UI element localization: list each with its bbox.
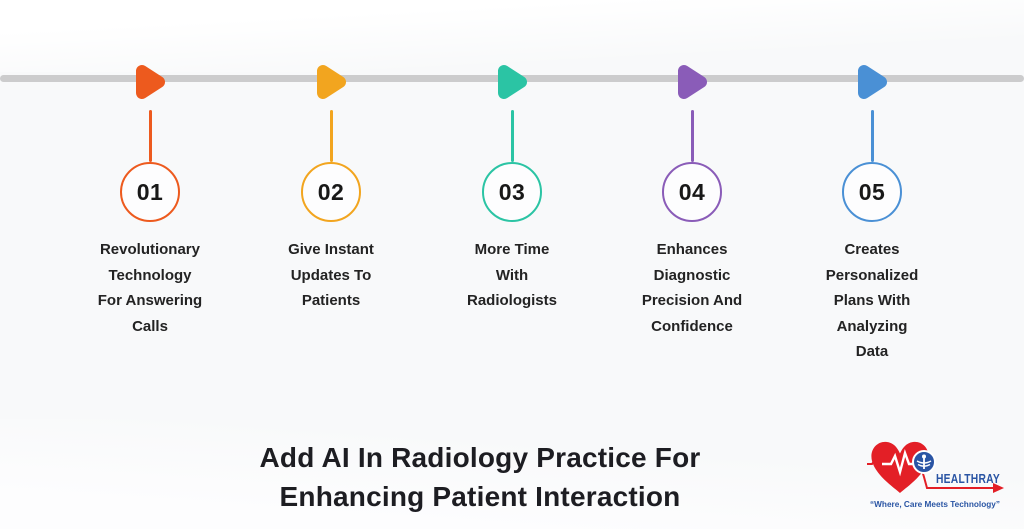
connector-line <box>148 110 152 162</box>
step-number-circle: 01 <box>120 162 180 222</box>
logo-tagline: “Where, Care Meets Technology” <box>870 499 1000 509</box>
step-number-circle: 04 <box>662 162 722 222</box>
timeline-step-5: 05 Creates Personalized Plans With Analy… <box>787 60 957 365</box>
step-number: 02 <box>317 178 345 205</box>
step-number: 04 <box>678 178 706 205</box>
step-number: 01 <box>136 178 164 205</box>
step-number: 03 <box>498 178 526 205</box>
timeline-step-1: 01 Revolutionary Technology For Answerin… <box>65 60 235 339</box>
step-label: Revolutionary Technology For Answering C… <box>97 241 203 335</box>
step-label: Enhances Diagnostic Precision And Confid… <box>641 241 743 335</box>
connector-line <box>329 110 333 162</box>
step-number-circle: 02 <box>301 162 361 222</box>
logo-name: HEALTHRAY <box>936 471 1000 486</box>
step-label: Give Instant Updates To Patients <box>288 241 374 309</box>
play-marker-icon <box>678 65 707 99</box>
heart-ecg-icon: HEALTHRAY “Where, Care Meets Technology” <box>867 441 1004 509</box>
connector-line <box>870 110 874 162</box>
timeline-step-4: 04 Enhances Diagnostic Precision And Con… <box>607 60 777 339</box>
timeline-step-3: 03 More Time With Radiologists <box>427 60 597 314</box>
timeline-step-2: 02 Give Instant Updates To Patients <box>246 60 416 314</box>
play-marker-icon <box>858 65 887 99</box>
infographic-title: Add AI In Radiology Practice For Enhanci… <box>259 442 701 512</box>
play-marker-icon <box>317 65 346 99</box>
healthray-logo: HEALTHRAY “Where, Care Meets Technology” <box>864 433 1014 519</box>
step-label: More Time With Radiologists <box>466 241 557 309</box>
step-number-circle: 05 <box>842 162 902 222</box>
step-label: Creates Personalized Plans With Analyzin… <box>825 241 919 360</box>
connector-line <box>510 110 514 162</box>
step-number-circle: 03 <box>482 162 542 222</box>
step-number: 05 <box>858 178 886 205</box>
connector-line <box>690 110 694 162</box>
play-marker-icon <box>136 65 165 99</box>
play-marker-icon <box>498 65 527 99</box>
